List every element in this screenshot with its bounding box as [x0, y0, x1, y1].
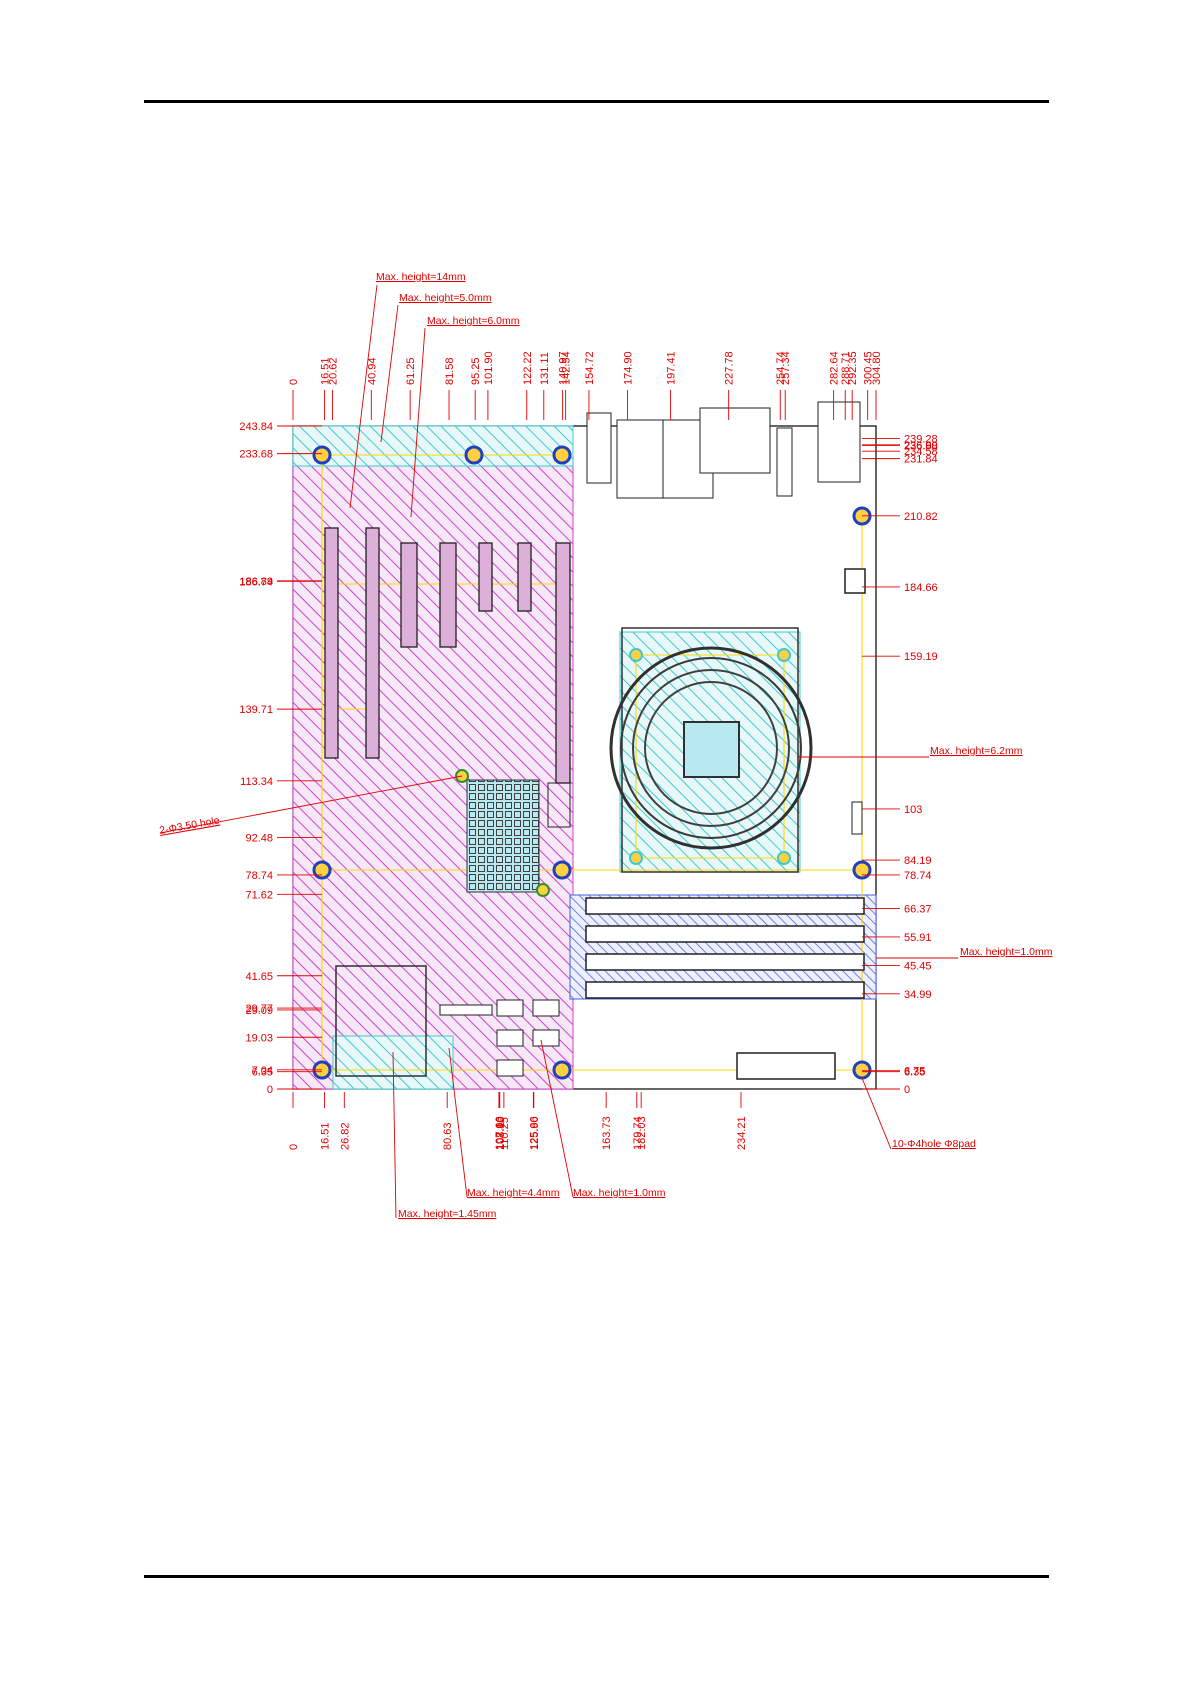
right-dim-label: 66.37: [904, 904, 932, 916]
left-dim-label: 113.34: [240, 776, 273, 788]
top-dim-label: 61.25: [405, 357, 417, 385]
top-dim-label: 197.41: [666, 351, 678, 385]
bottom-dim-label: 0: [288, 1144, 300, 1150]
right-dim-label: 45.45: [904, 960, 932, 972]
left-dim-label: 139.71: [239, 704, 273, 716]
pci-slots: [324, 527, 571, 828]
top-dim-label: 254.74: [775, 351, 787, 385]
bottom-dim-label: 125.90: [529, 1116, 541, 1150]
bottom-dim-label: 107.66: [494, 1116, 506, 1150]
footer-rule: [144, 1575, 1049, 1578]
note-max-height-4-4: Max. height=4.4mm: [467, 1187, 560, 1199]
top-dim-label: 142.54: [561, 351, 573, 385]
note-max-height-1-45: Max. height=1.45mm: [398, 1208, 497, 1220]
bottom-dim-label: 182.03: [636, 1116, 648, 1150]
left-dim-label: 6.35: [252, 1067, 273, 1079]
right-dim-label: 236.68: [904, 440, 938, 452]
left-dim-label: 186.89: [239, 576, 273, 588]
onboard-connectors: [335, 568, 866, 1080]
top-dim-label: 131.11: [539, 352, 551, 385]
top-dim-label: 101.90: [483, 351, 495, 385]
top-dim-label: 81.58: [444, 357, 456, 385]
left-dim-label: 41.65: [245, 971, 273, 983]
callout-leaders: [159, 284, 958, 1219]
note-max-height-14: Max. height=14mm: [376, 271, 466, 283]
guide-lines: [321, 454, 863, 1071]
right-dim-label: 159.19: [904, 651, 938, 663]
left-dim-label: 7.04: [252, 1065, 273, 1077]
note-max-height-1-dimm: Max. height=1.0mm: [960, 946, 1053, 958]
left-dim-label: 29.09: [245, 1005, 273, 1017]
left-dim-label: 78.74: [245, 870, 273, 882]
top-dim-label: 20.62: [327, 357, 339, 385]
top-dim-label: 282.64: [829, 351, 841, 385]
right-dim-label: 34.99: [904, 989, 932, 1001]
top-dim-label: 40.94: [366, 357, 378, 385]
right-dim-label: 6.75: [904, 1066, 925, 1078]
right-dim-label: 6.35: [904, 1067, 925, 1079]
left-dim-label: 71.62: [245, 889, 273, 901]
right-dim-label: 236.90: [904, 440, 938, 452]
header-rule: [144, 100, 1049, 103]
right-dim-label: 0: [904, 1084, 910, 1096]
note-max-height-5: Max. height=5.0mm: [399, 292, 492, 304]
bottom-dimension-labels: 0 16.51 26.82 80.63 107.66107.90108.10110.25…: [288, 1092, 748, 1150]
right-dim-label: 231.84: [904, 454, 938, 466]
zone-max-height-5: [292, 425, 574, 467]
bottom-dim-label: 80.63: [442, 1122, 454, 1150]
top-dim-label: 292.35: [847, 351, 859, 385]
left-dim-label: 233.68: [239, 449, 273, 461]
bottom-dim-label: 108.10: [495, 1116, 507, 1150]
top-dim-label: 0: [288, 379, 300, 385]
left-dim-label: 92.48: [245, 833, 273, 845]
right-dim-label: 55.91: [904, 932, 932, 944]
top-dim-label: 140.97: [558, 351, 570, 385]
top-dim-label: 95.25: [470, 357, 482, 385]
note-hole-10: 10-Φ4hole Φ8pad: [892, 1138, 976, 1150]
left-dim-label: 0: [267, 1084, 273, 1096]
top-dim-label: 300.45: [863, 351, 875, 385]
mounting-holes: [312, 445, 872, 1080]
bottom-dim-label: 107.90: [494, 1116, 506, 1150]
right-dim-label: 78.74: [904, 870, 932, 882]
top-dim-label: 16.51: [320, 357, 332, 385]
bottom-dim-label: 179.74: [632, 1116, 644, 1150]
rear-io-connectors: [586, 401, 861, 499]
right-dim-label: 184.66: [904, 582, 938, 594]
bottom-dim-label: 163.73: [601, 1116, 613, 1150]
left-dim-label: 29.77: [245, 1003, 273, 1015]
note-max-height-6-2: Max. height=6.2mm: [930, 745, 1023, 757]
top-dim-label: 288.71: [840, 351, 852, 385]
note-max-height-6: Max. height=6.0mm: [427, 315, 520, 327]
note-hole-2: 2-Φ3.50 hole: [158, 815, 220, 837]
note-max-height-1-sata: Max. height=1.0mm: [573, 1187, 666, 1199]
dimm-slots: [585, 897, 865, 999]
cpu-cooler: [609, 627, 813, 873]
right-dim-label: 239.28: [904, 433, 938, 445]
bottom-dim-label: 110.25: [499, 1117, 511, 1150]
left-dim-label: 186.74: [239, 576, 273, 588]
top-dim-label: 227.78: [724, 351, 736, 385]
right-dim-label: 84.19: [904, 855, 932, 867]
top-dim-label: 304.80: [871, 351, 883, 385]
bottom-dim-label: 234.21: [736, 1116, 748, 1150]
top-dim-label: 174.90: [623, 351, 635, 385]
left-dim-label: 19.03: [245, 1032, 273, 1044]
right-dim-label: 210.82: [904, 511, 938, 523]
bottom-dim-label: 26.82: [339, 1122, 351, 1150]
top-dim-label: 257.34: [780, 351, 792, 385]
top-dim-label: 122.22: [522, 351, 534, 385]
chipset-heatsink: [466, 779, 540, 893]
top-dim-label: 154.72: [584, 351, 596, 385]
right-dim-label: 234.58: [904, 446, 938, 458]
left-dim-label: 243.84: [239, 421, 273, 433]
bottom-dim-label: 125.66: [528, 1116, 540, 1150]
bottom-dim-label: 16.51: [320, 1122, 332, 1150]
right-dim-label: 103: [904, 804, 922, 816]
